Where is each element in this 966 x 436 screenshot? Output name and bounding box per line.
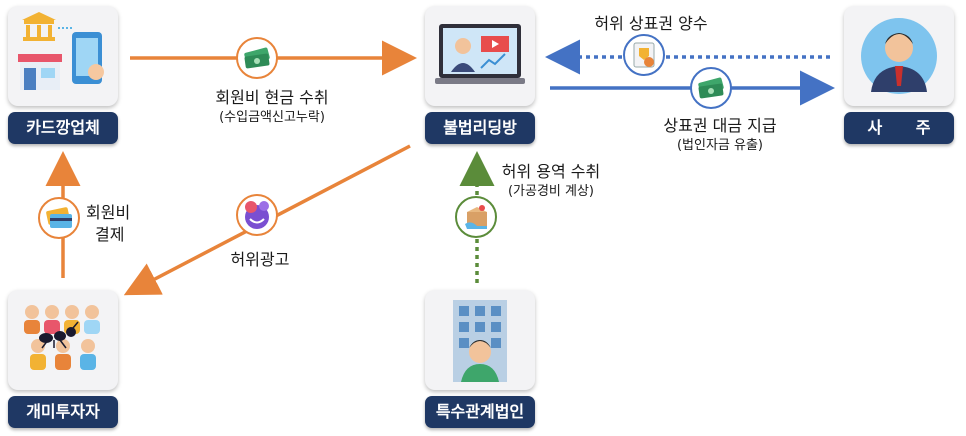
card-company-icon [8, 6, 118, 106]
illegal-room-label: 불법리딩방 [425, 112, 535, 144]
membership-pay-line1: 회원비 [86, 203, 131, 222]
owner-label: 사 주 [844, 112, 954, 144]
cash-money-icon [236, 37, 278, 79]
fake-service-text: 허위 용역 수취 [501, 162, 601, 181]
service-box-icon [455, 196, 497, 238]
trademark-payment-text: 상표권 대금 지급 [663, 116, 777, 135]
owner-icon [844, 6, 954, 106]
membership-cash-text: 회원비 현금 수취 [215, 88, 329, 107]
card-company-label: 카드깡업체 [8, 112, 118, 144]
payment-money-icon [690, 67, 732, 109]
fake-ad-icon [236, 194, 278, 236]
fake-ad-text: 허위광고 [230, 250, 290, 269]
trademark-certificate-icon [623, 34, 665, 76]
trademark-payment-subtext: (법인자금 유출) [676, 138, 764, 153]
membership-pay-line2: 결제 [95, 225, 125, 244]
ant-investors-label: 개미투자자 [8, 396, 118, 428]
fake-service-subtext: (가공경비 계상) [507, 184, 595, 199]
related-corp-label: 특수관계법인 [425, 396, 535, 428]
credit-card-icon [38, 197, 80, 239]
ant-investors-icon [8, 290, 118, 390]
fake-trademark-text: 허위 상표권 양수 [594, 14, 708, 33]
related-corp-icon [425, 290, 535, 390]
membership-cash-subtext: (수입금액신고누락) [219, 110, 325, 125]
illegal-room-icon [425, 6, 535, 106]
